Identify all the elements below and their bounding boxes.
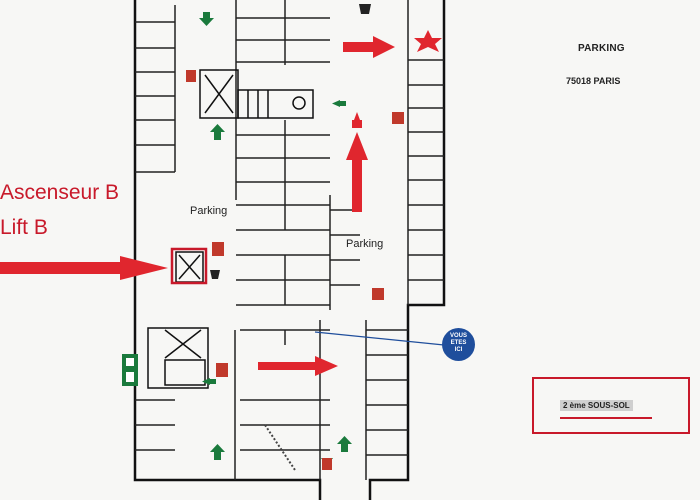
arrow-left-icon	[202, 378, 210, 385]
arrow-up-small	[352, 112, 362, 128]
map-title: PARKING	[578, 43, 625, 54]
arrow-up-icon	[337, 436, 352, 452]
callout-lift-fr: Ascenseur B	[0, 181, 120, 204]
direction-arrows	[0, 36, 395, 376]
zone-label: Parking	[346, 238, 384, 250]
zone-label: Parking	[190, 205, 228, 217]
level-label: 2 ème SOUS-SOL	[560, 400, 633, 411]
lift-b-highlight	[170, 247, 208, 285]
arrow-up-icon	[210, 444, 225, 460]
bays-left	[135, 5, 176, 451]
sand-bucket-icons	[210, 4, 371, 279]
level-underline	[560, 417, 652, 419]
fire-extinguisher-icons	[186, 70, 404, 470]
arrow-up-icon	[210, 124, 225, 140]
arrow-left-shaft	[340, 101, 346, 106]
ramp-marking	[264, 424, 296, 471]
you-are-here-marker: VOUS ETES ICI	[442, 328, 475, 361]
stair-cores	[147, 69, 314, 389]
callout-lift-en: Lift B	[0, 216, 48, 239]
star-icon	[414, 30, 442, 52]
bays-center	[234, 0, 330, 480]
arrow-right-lane	[258, 356, 338, 376]
you-are-here-pointer	[314, 331, 445, 346]
arrow-down-icon	[199, 12, 214, 26]
arrow-to-exit-top	[343, 36, 395, 58]
arrow-up-lane	[346, 132, 368, 212]
green-arrows	[199, 12, 352, 466]
outer-walls	[133, 0, 446, 500]
map-city: 75018 PARIS	[566, 76, 621, 86]
arrow-to-lift	[0, 256, 168, 280]
arrow-left-icon	[332, 100, 340, 107]
level-highlight-box	[532, 377, 690, 434]
